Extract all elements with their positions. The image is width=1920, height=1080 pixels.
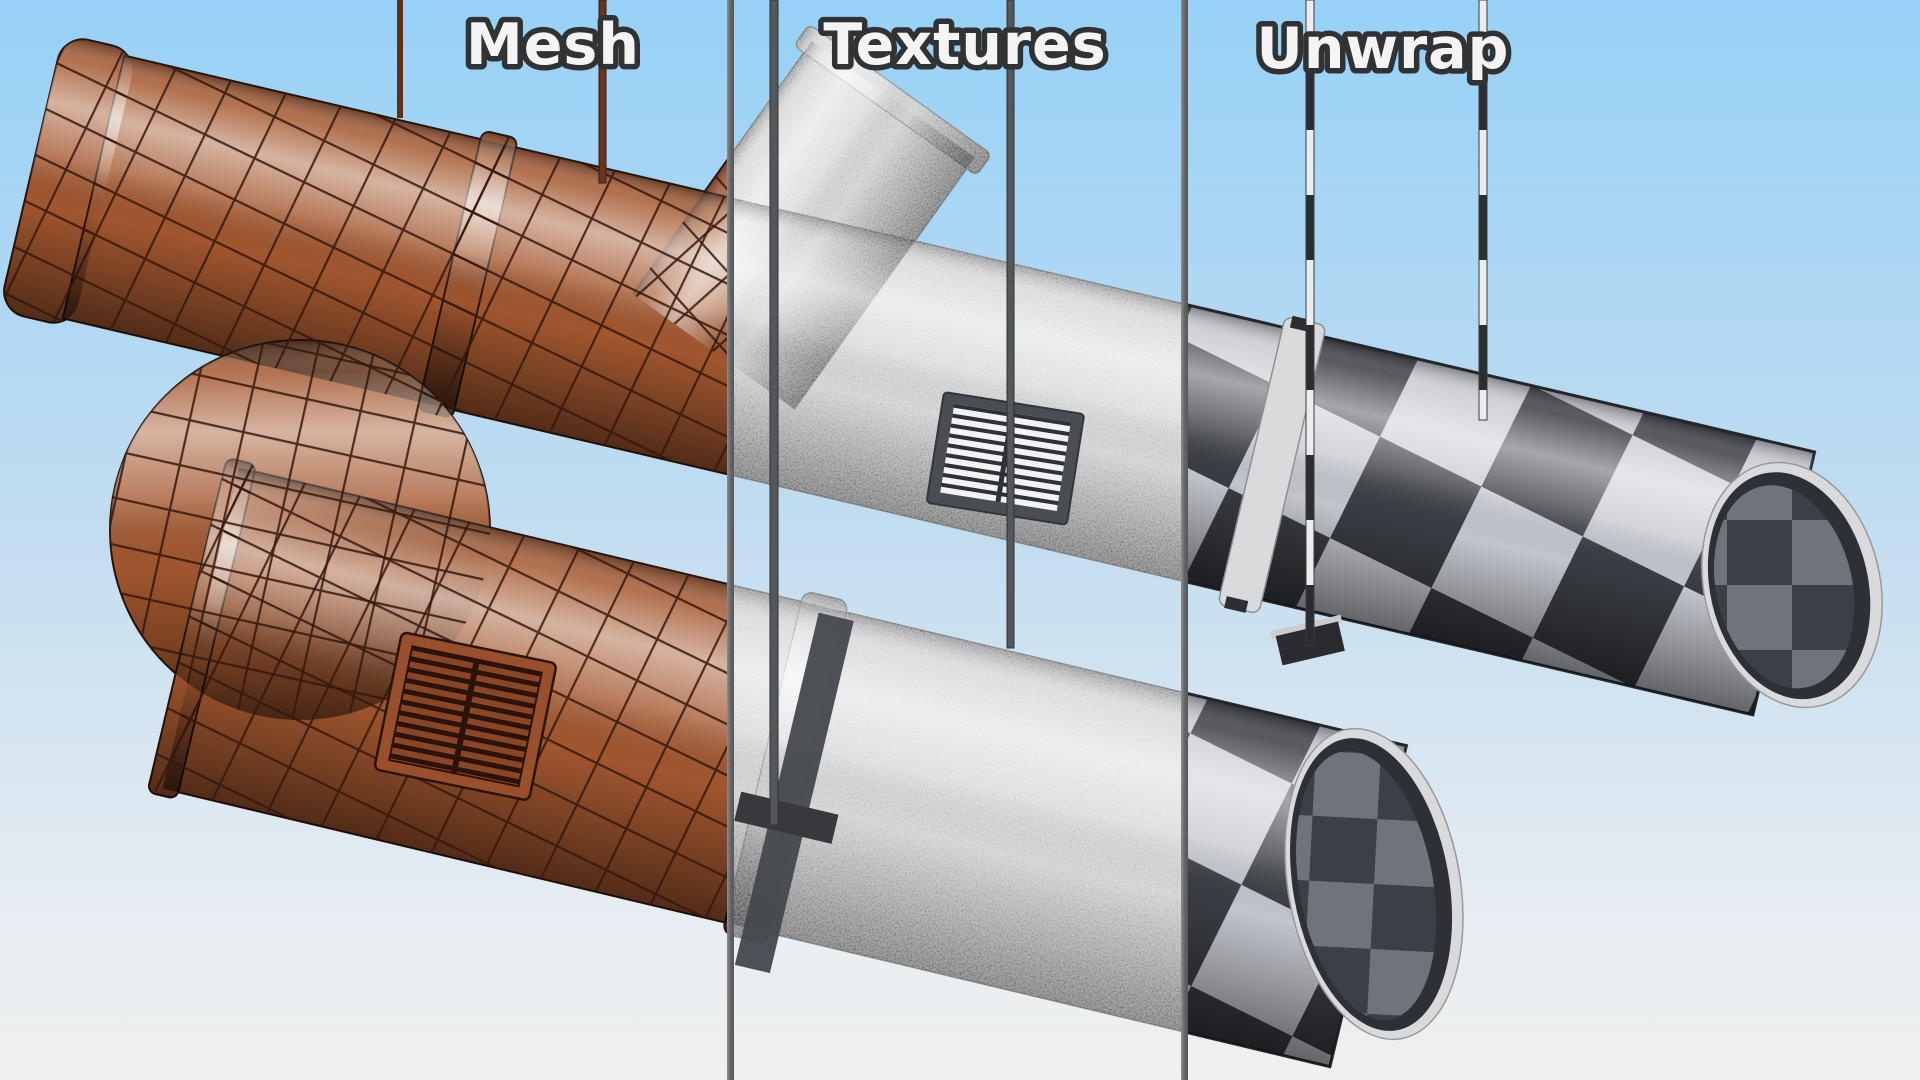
vent-grille-mesh — [373, 631, 558, 801]
pipe-open-end-upper — [1701, 461, 1883, 709]
pipe-open-end-lower — [1284, 727, 1464, 1041]
hanger-rod-metal-1 — [769, 0, 779, 826]
hanger-rod-metal-2 — [1006, 0, 1015, 649]
divider-mesh-textures — [727, 0, 734, 1080]
hanger-rod-checker-1 — [1305, 0, 1315, 647]
section-label-mesh: Mesh — [466, 12, 640, 78]
section-label-textures: Textures — [823, 12, 1106, 78]
divider-textures-unwrap — [1181, 0, 1188, 1080]
hanger-rod-checker-2 — [1478, 0, 1488, 421]
hanger-rods — [397, 0, 1488, 826]
duct-support-strap — [734, 612, 854, 974]
hanger-rod-mesh-2 — [598, 0, 607, 184]
hanger-rod-mesh-1 — [397, 0, 403, 118]
vent-grille-metal — [926, 391, 1085, 526]
section-label-unwrap: Unwrap — [1257, 16, 1510, 82]
